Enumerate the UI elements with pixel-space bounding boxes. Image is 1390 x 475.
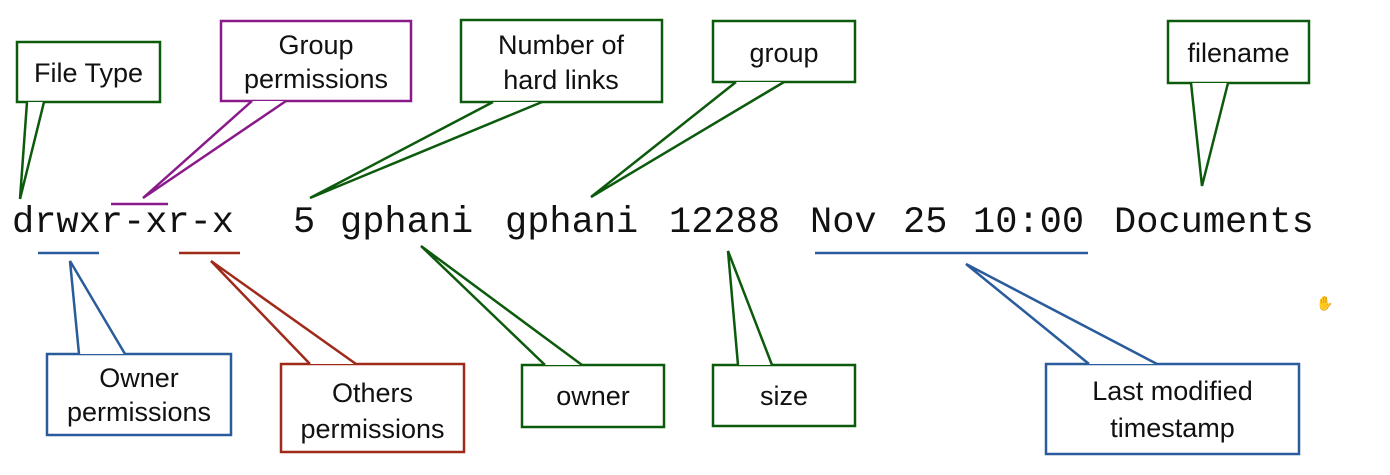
callout-label-line2: hard links — [503, 65, 619, 95]
callout-label: group — [749, 38, 818, 68]
size-text: 12288 — [669, 202, 780, 244]
callout-pointer — [309, 100, 543, 200]
day-text: 25 — [903, 202, 947, 244]
callout-label: size — [760, 381, 808, 411]
callout-box — [279, 362, 466, 454]
group-text: gphani — [505, 202, 638, 244]
callout-label: filename — [1187, 38, 1289, 68]
perm-others-text: r-x — [167, 202, 234, 244]
callout-box — [45, 352, 233, 437]
callout-owner: owner — [420, 244, 666, 429]
callout-group-permissions: Group permissions — [142, 19, 413, 200]
callout-label-line1: Number of — [498, 30, 625, 60]
callout-box — [219, 19, 413, 103]
perm-type-text: d — [12, 202, 34, 244]
links-text: 5 — [293, 202, 315, 244]
callout-filename: filename — [1166, 19, 1311, 187]
callout-box — [711, 19, 857, 84]
callout-pointer — [965, 262, 1158, 366]
callout-box — [1166, 19, 1311, 85]
callout-pointer — [420, 244, 583, 367]
callout-label-line1: Last modified — [1092, 376, 1253, 406]
ls-line: d rwx r-x r-x 5 gphani gphani 12288 Nov … — [12, 202, 1314, 244]
callout-box — [459, 18, 664, 104]
callout-label-line2: permissions — [244, 64, 388, 94]
callout-others-permissions: Others permissions — [210, 259, 466, 454]
perm-owner-text: rwx — [34, 202, 101, 244]
callout-pointer — [210, 259, 357, 366]
callout-owner-permissions: Owner permissions — [45, 260, 233, 437]
callout-timestamp: Last modified timestamp — [965, 262, 1301, 456]
callout-label-line2: permissions — [67, 397, 211, 427]
callout-label: File Type — [34, 58, 143, 88]
callout-box — [1044, 362, 1301, 456]
callout-pointer — [18, 101, 46, 200]
filename-text: Documents — [1114, 202, 1314, 244]
callout-file-type: File Type — [15, 40, 162, 200]
callout-pointer — [68, 260, 127, 355]
callout-pointer — [1189, 82, 1230, 187]
owner-text: gphani — [340, 202, 473, 244]
callout-size: size — [711, 250, 857, 428]
callout-label-line2: permissions — [300, 414, 444, 444]
hand-cursor-icon: ✋ — [1316, 296, 1334, 312]
month-text: Nov — [810, 202, 877, 244]
callout-box — [520, 363, 666, 429]
callout-hard-links: Number of hard links — [309, 18, 664, 200]
callout-pointer — [142, 99, 287, 200]
callout-pointer — [590, 80, 785, 199]
callout-label-line1: Owner — [99, 363, 179, 393]
callout-label-line1: Group — [278, 30, 353, 60]
callout-box — [711, 363, 857, 428]
callout-group: group — [590, 19, 857, 199]
perm-group-text: r-x — [101, 202, 168, 244]
callout-label: owner — [556, 381, 630, 411]
callout-label-line2: timestamp — [1110, 413, 1235, 443]
callout-box — [15, 40, 162, 104]
callout-label-line1: Others — [332, 378, 413, 408]
time-text: 10:00 — [973, 202, 1084, 244]
callout-pointer — [726, 250, 774, 366]
